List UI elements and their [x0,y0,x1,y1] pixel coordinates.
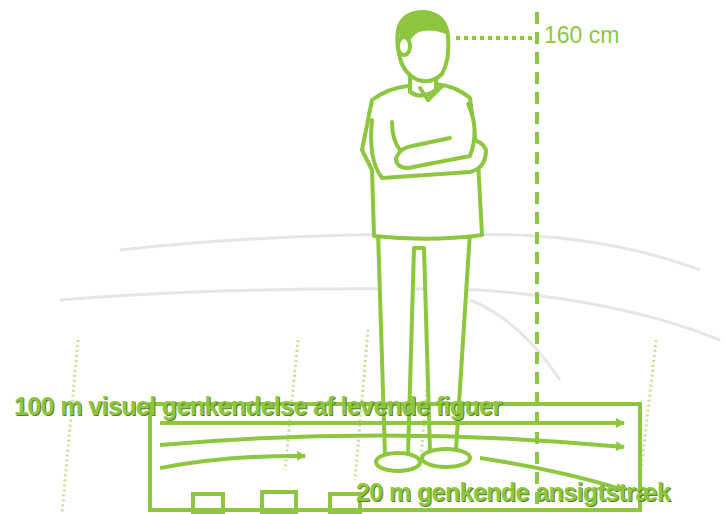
distance-label: 20 m genkende ansigtstræk [356,480,670,505]
distance-label: 100 m visuel genkendelse af levende figu… [14,394,502,419]
shoe [376,453,420,471]
height-line [535,12,539,512]
ground-marker [262,492,296,514]
range-arrow [160,435,624,447]
range-arrow [160,456,305,468]
eye-level-line [456,36,535,40]
head [397,12,448,81]
upper-arm [396,104,475,168]
ground-marker [193,494,223,514]
grass-line [62,340,78,514]
ground-marker [330,494,360,514]
background-line [470,300,560,380]
height-label: 160 cm [544,24,619,47]
shoe [422,449,470,467]
ear [398,37,410,55]
collar [420,88,428,100]
collar [428,86,442,100]
grass-line [640,340,656,480]
range-arrow [160,421,624,425]
